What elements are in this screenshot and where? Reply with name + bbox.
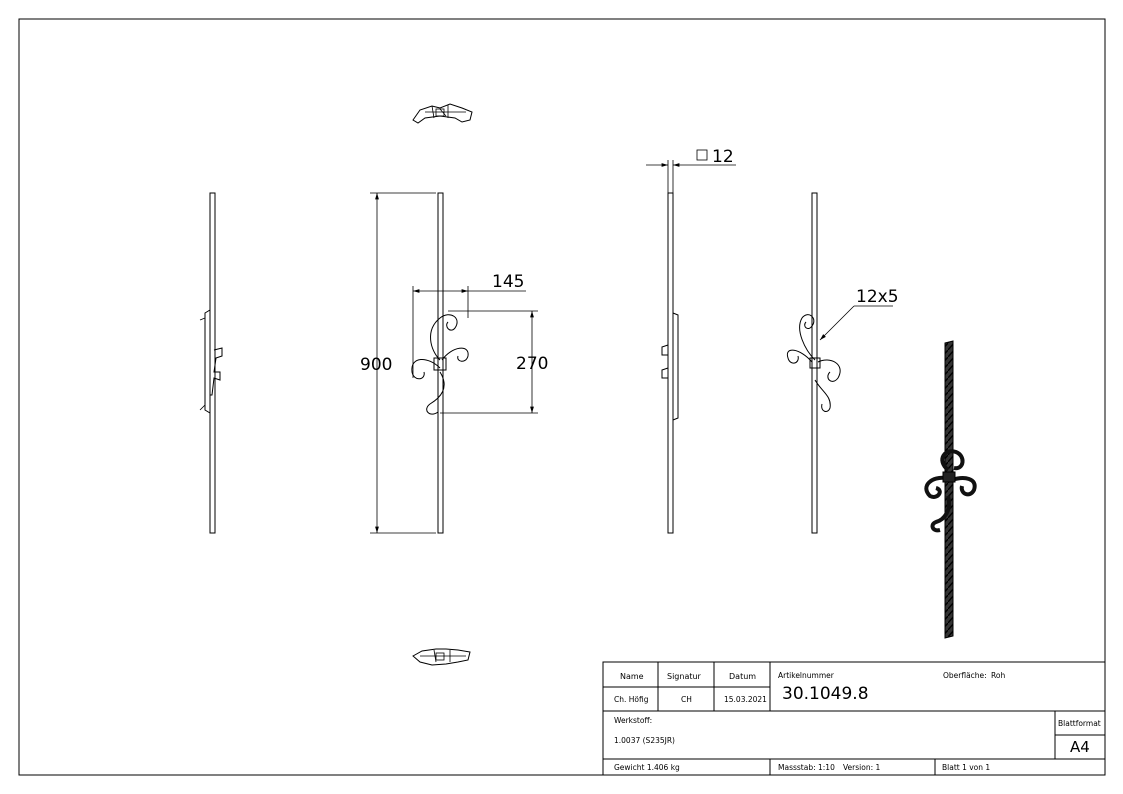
dim-square: 12 <box>712 147 734 167</box>
dim-ornament-bar: 12x5 <box>856 287 899 307</box>
tb-datum-value: 15.03.2021 <box>724 695 767 704</box>
tb-datum-label: Datum <box>729 672 756 681</box>
tb-artikel-value: 30.1049.8 <box>782 684 869 704</box>
tb-artikel-label: Artikelnummer <box>778 671 835 680</box>
tb-signatur-label: Signatur <box>667 672 702 681</box>
tb-oberflaeche-value: Roh <box>991 671 1005 680</box>
tb-name-label: Name <box>620 672 644 681</box>
front-view: 900 145 270 <box>360 192 548 534</box>
tb-massstab: Massstab: 1:10 <box>778 763 835 772</box>
tb-version: Version: 1 <box>843 763 880 772</box>
tb-blattformat-label: Blattformat <box>1058 719 1101 728</box>
side-view-right: 12 <box>646 147 736 534</box>
tb-signatur-value: CH <box>681 695 692 704</box>
bottom-view <box>412 648 471 666</box>
drawing-frame <box>18 18 1106 776</box>
isometric-view <box>924 340 977 639</box>
tb-werkstoff-value: 1.0037 (S235JR) <box>614 736 675 745</box>
back-view: 12x5 <box>786 192 899 534</box>
dim-scroll-height: 270 <box>516 354 548 374</box>
title-block: Name Signatur Datum Ch. Höfig CH 15.03.2… <box>602 661 1106 776</box>
tb-werkstoff-label: Werkstoff: <box>614 716 652 725</box>
dim-height: 900 <box>360 355 392 375</box>
tb-blatt: Blatt 1 von 1 <box>942 763 990 772</box>
tb-blattformat-value: A4 <box>1070 738 1090 756</box>
side-view-left <box>199 192 223 534</box>
tb-oberflaeche-label: Oberfläche: <box>943 671 987 680</box>
dim-width: 145 <box>492 272 524 292</box>
top-view <box>412 103 473 124</box>
tb-gewicht: Gewicht 1.406 kg <box>614 763 680 772</box>
tb-name-value: Ch. Höfig <box>614 695 649 704</box>
